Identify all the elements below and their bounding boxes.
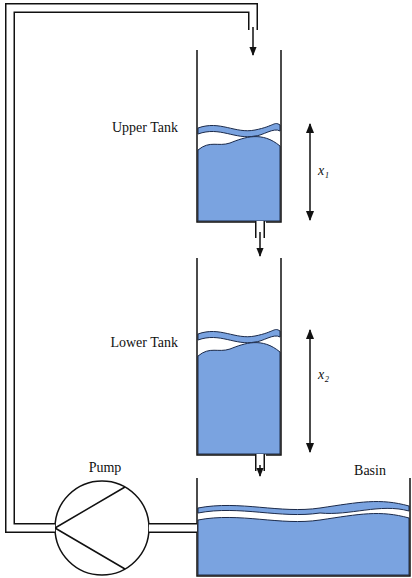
flow-arrow (259, 232, 261, 256)
pipe-connector (10, 8, 253, 528)
pump-symbol (55, 481, 149, 575)
upper-water (198, 124, 280, 221)
basin-water (198, 502, 409, 575)
pipe-wall (10, 8, 253, 528)
pipe-connector (260, 221, 261, 256)
lower-water (198, 330, 280, 454)
pipe-connector (260, 454, 261, 476)
node-label: Lower Tank (110, 335, 178, 350)
level-arrow (309, 124, 311, 220)
basin: Basin (197, 478, 410, 576)
basin-wall (197, 478, 410, 576)
node-label: Basin (354, 463, 386, 478)
node-label: Upper Tank (112, 120, 178, 135)
flow-arrow (259, 465, 261, 476)
upper-tank: Upper Tank (197, 50, 281, 222)
pipe-wall (149, 523, 197, 533)
level-label: x₁ (318, 163, 329, 178)
node-label: Pump (89, 460, 122, 475)
level-arrow (309, 330, 311, 452)
flow-arrow (252, 27, 254, 55)
lower-tank: Lower Tank (197, 258, 281, 455)
level-label: x₂ (318, 367, 329, 382)
lower-tank-wall (197, 258, 281, 455)
pump: Pump (55, 481, 149, 575)
pump-vanes (55, 487, 125, 569)
pipe-connector (149, 528, 197, 529)
pipe-bore (149, 525, 197, 532)
pipe-bore (10, 8, 253, 528)
upper-tank-wall (197, 50, 281, 222)
